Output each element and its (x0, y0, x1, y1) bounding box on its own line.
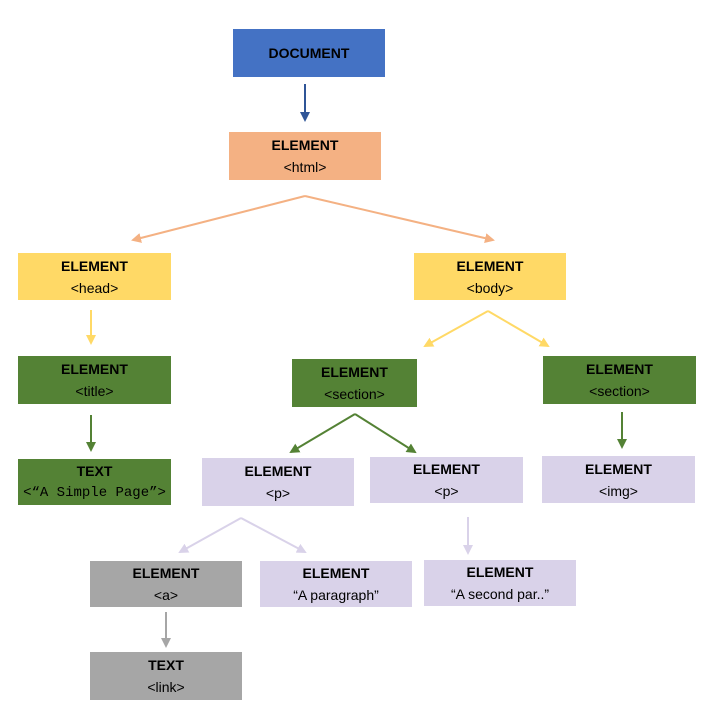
node-title-title: ELEMENT (61, 361, 128, 377)
arrow-section1-p1 (289, 413, 356, 454)
node-img-tag: <img> (599, 482, 638, 499)
node-title-tag: <title> (75, 383, 114, 399)
node-html-title: ELEMENT (271, 137, 339, 153)
node-p-1-title: ELEMENT (244, 463, 312, 479)
node-head-title: ELEMENT (61, 257, 128, 274)
node-text-title: TEXT <“A Simple Page”> (18, 459, 171, 505)
node-a-title: ELEMENT (132, 565, 200, 581)
node-section-2: ELEMENT <section> (543, 356, 696, 404)
node-text-title-title: TEXT (76, 463, 113, 479)
node-body-title: ELEMENT (456, 257, 524, 274)
node-title: ELEMENT <title> (18, 356, 171, 404)
node-document-title: DOCUMENT (268, 45, 350, 61)
arrow-body-section1 (423, 310, 489, 347)
node-paragraph: ELEMENT “A paragraph” (260, 561, 412, 607)
node-img-title: ELEMENT (585, 460, 652, 477)
node-p-2-tag: <p> (434, 483, 459, 499)
arrow-section1-p2 (354, 413, 417, 454)
node-paragraph-text: “A paragraph” (293, 587, 379, 603)
node-section-1-tag: <section> (324, 386, 385, 402)
node-body: ELEMENT <body> (414, 253, 566, 300)
node-head: ELEMENT <head> (18, 253, 171, 300)
node-text-title-value: <“A Simple Page”> (23, 485, 166, 501)
arrow-body-section2 (487, 310, 550, 348)
node-text-link-value: <link> (147, 679, 185, 695)
node-paragraph-title: ELEMENT (302, 565, 370, 581)
node-section-2-tag: <section> (589, 383, 650, 399)
node-section-1-title: ELEMENT (321, 364, 388, 380)
node-body-tag: <body> (466, 279, 514, 296)
arrow-p1-paragraph (240, 517, 307, 553)
node-section-2-title: ELEMENT (586, 361, 653, 377)
node-document: DOCUMENT (233, 29, 385, 77)
node-section-1: ELEMENT <section> (292, 359, 417, 407)
node-text-link-title: TEXT (148, 657, 184, 673)
node-html-tag: <html> (283, 159, 327, 175)
node-second-par: ELEMENT “A second par..” (424, 560, 576, 606)
node-img: ELEMENT <img> (542, 456, 695, 503)
node-head-tag: <head> (70, 279, 119, 296)
node-a: ELEMENT <a> (90, 561, 242, 607)
node-p-1-tag: <p> (265, 485, 291, 501)
arrow-p1-a (178, 517, 242, 553)
node-p-2-title: ELEMENT (413, 461, 480, 477)
node-p-1: ELEMENT <p> (202, 458, 354, 506)
arrow-html-body (304, 195, 495, 244)
node-second-par-title: ELEMENT (466, 564, 534, 580)
node-html: ELEMENT <html> (229, 132, 381, 180)
node-second-par-text: “A second par..” (450, 586, 550, 602)
node-a-tag: <a> (153, 587, 179, 603)
node-text-link: TEXT <link> (90, 652, 242, 700)
node-p-2: ELEMENT <p> (370, 457, 523, 503)
arrow-html-head (131, 195, 306, 243)
